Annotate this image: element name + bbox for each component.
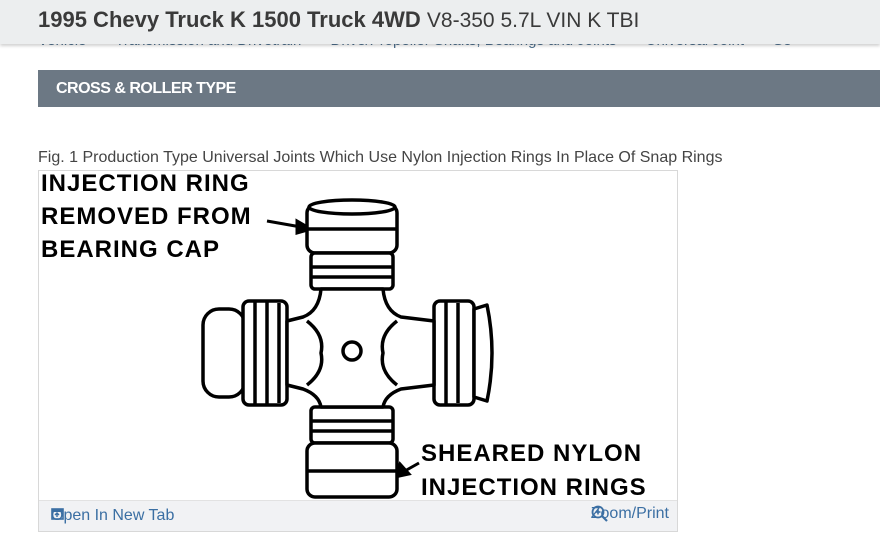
zoom-print-link[interactable]: Zoom/Print (591, 505, 669, 523)
label-top-line2: REMOVED FROM (41, 203, 252, 230)
open-new-tab-icon (51, 508, 64, 520)
section-header: CROSS & ROLLER TYPE (38, 70, 880, 107)
open-in-new-tab-label: Open In New Tab (51, 507, 175, 524)
page-header: 1995 Chevy Truck K 1500 Truck 4WD V8-350… (0, 0, 880, 44)
vehicle-title: 1995 Chevy Truck K 1500 Truck 4WD (38, 7, 421, 32)
zoom-print-label: Zoom/Print (590, 505, 669, 522)
label-bottom-line2: INJECTION RINGS (421, 474, 647, 501)
universal-joint-icon (201, 198, 494, 499)
open-in-new-tab-link[interactable]: Open In New Tab (51, 507, 174, 525)
magnifier-plus-icon (591, 505, 608, 522)
section-title: CROSS & ROLLER TYPE (56, 80, 236, 97)
label-top-line1: INJECTION RING (41, 171, 250, 197)
leader-arrow-top (266, 218, 315, 235)
figure-footer: Open In New Tab Zoom/Print (39, 500, 677, 531)
engine-subtitle: V8-350 5.7L VIN K TBI (426, 9, 640, 32)
page-title: 1995 Chevy Truck K 1500 Truck 4WD V8-350… (38, 7, 639, 33)
figure-container: INJECTION RING REMOVED FROM BEARING CAP … (38, 170, 678, 532)
universal-joint-diagram[interactable]: INJECTION RING REMOVED FROM BEARING CAP … (39, 171, 677, 501)
label-bottom-line1: SHEARED NYLON (421, 440, 642, 467)
label-top-line3: BEARING CAP (41, 236, 220, 263)
figure-caption: Fig. 1 Production Type Universal Joints … (38, 149, 723, 166)
